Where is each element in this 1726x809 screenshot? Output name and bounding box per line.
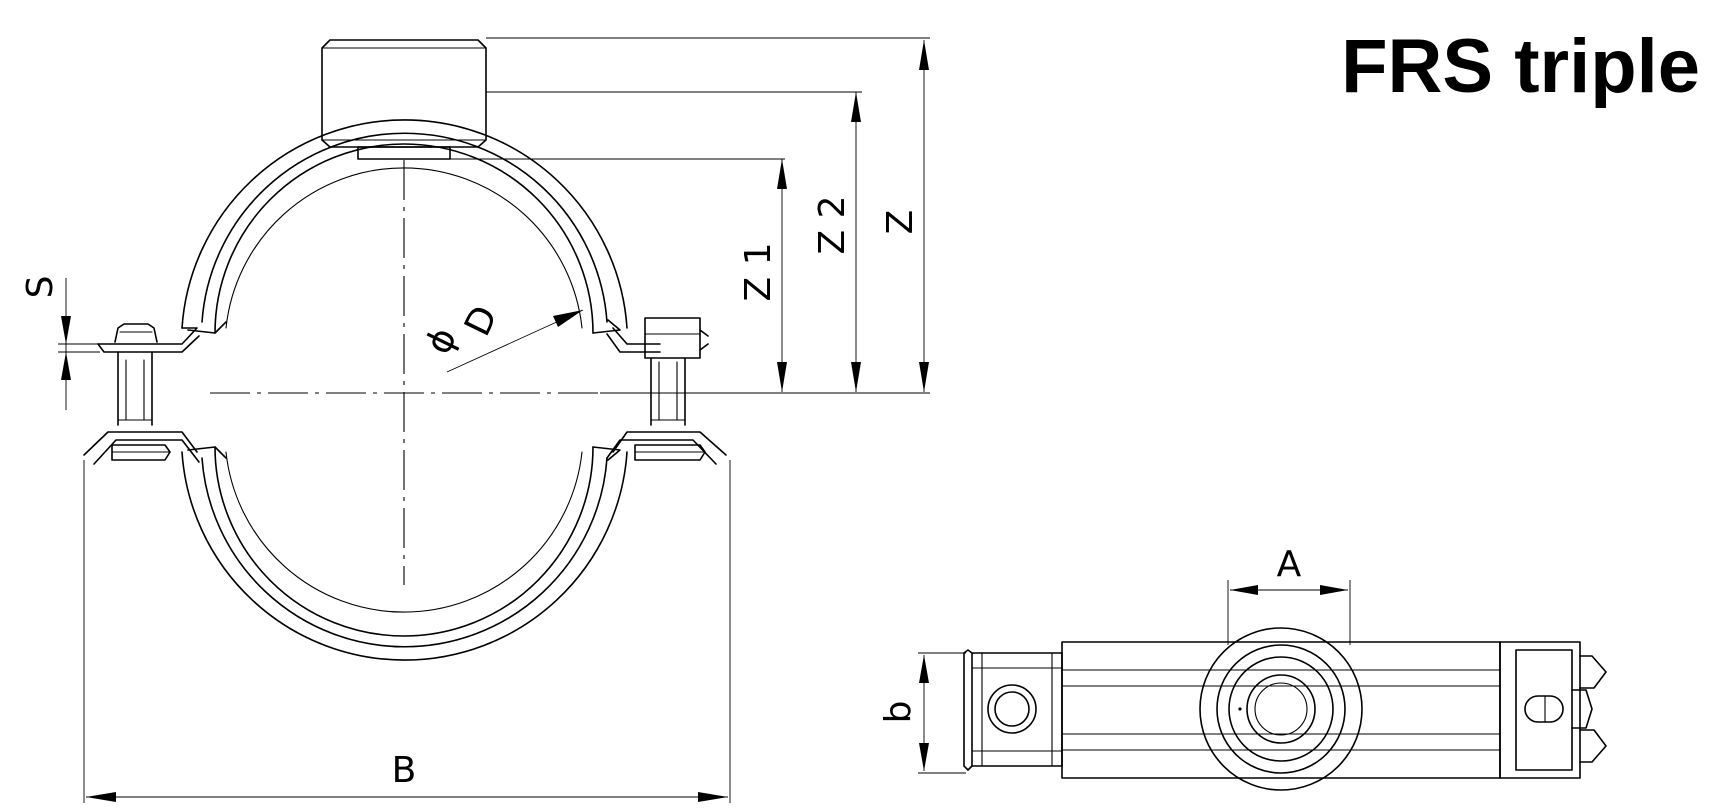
- right-slot: [1524, 695, 1564, 723]
- top-view-dimensions: A b: [878, 544, 1351, 774]
- dim-label-z1: Z 1: [738, 242, 779, 301]
- dim-label-a: A: [1277, 544, 1302, 585]
- dim-label-z: Z: [880, 210, 921, 235]
- center-socket-bore: [1246, 674, 1316, 744]
- dim-label-phi: ϕ: [418, 321, 465, 360]
- product-title: FRS triple: [1341, 24, 1700, 109]
- right-bolt: [644, 317, 709, 426]
- left-bolt-head: [987, 684, 1037, 734]
- front-view: [83, 39, 727, 661]
- dim-label-b-height: b: [878, 701, 919, 724]
- upper-clamp-half: [97, 119, 661, 353]
- dim-label-b-width: B: [392, 750, 417, 791]
- dim-label-d: D: [457, 300, 506, 343]
- dim-label-s: S: [20, 276, 61, 299]
- top-view: [963, 627, 1607, 791]
- lower-clamp-half: [83, 431, 727, 661]
- left-bolt: [114, 323, 158, 426]
- dimension-lines: Z Z 2 Z 1 S ϕ D B: [20, 37, 930, 803]
- center-socket-outer: [1199, 627, 1363, 791]
- dim-label-z2: Z 2: [812, 195, 853, 254]
